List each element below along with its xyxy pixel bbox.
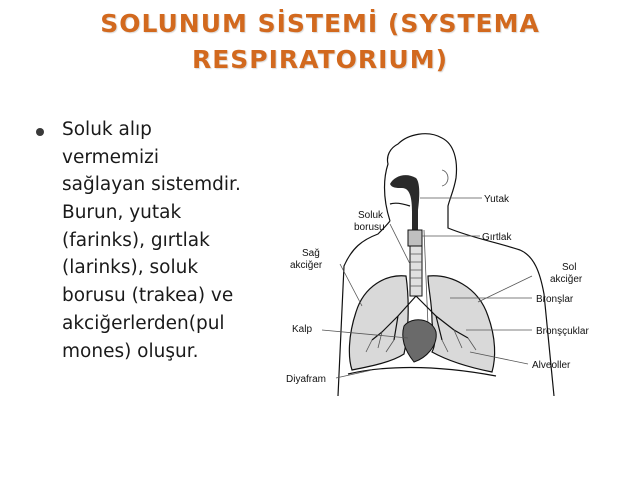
esophagus [423, 229, 429, 327]
pharynx [390, 175, 420, 230]
heart [402, 319, 437, 363]
trachea-rings [410, 253, 422, 287]
leader-diyafram [335, 369, 373, 379]
label-sag-akciger-1: Sağ [302, 248, 320, 259]
bullet-line: sağlayan sistemdir. [62, 174, 241, 196]
label-kalp: Kalp [292, 324, 312, 335]
mouth [389, 202, 411, 207]
right-lung [348, 275, 409, 371]
trachea [409, 245, 423, 297]
label-girtlak: Gırtlak [482, 232, 512, 243]
slide-title: SOLUNUM SİSTEMİ (SYSTEMA RESPIRATORIUM) [40, 6, 600, 78]
bullet-line: vermemizi [62, 146, 160, 168]
label-yutak: Yutak [484, 194, 510, 205]
bullet-line: mones) oluşur. [62, 340, 199, 362]
ear [441, 169, 449, 187]
label-alveoller: Alveoller [532, 360, 571, 371]
bronchi [371, 295, 469, 341]
label-sag-akciger-2: akciğer [290, 260, 323, 271]
label-diyafram: Diyafram [286, 374, 326, 385]
slide-title-line-1: SOLUNUM SİSTEMİ (SYSTEMA [100, 9, 540, 38]
leader-sag-akciger [339, 263, 363, 307]
label-sol-akciger-1: Sol [562, 262, 576, 273]
bullet-line: Burun, yutak [62, 202, 182, 224]
label-broncuklar: Bronşçuklar [536, 326, 589, 337]
label-sol-akciger-2: akciğer [550, 274, 583, 285]
leader-alveoller [469, 351, 529, 365]
bronchioles [365, 329, 477, 353]
bullet-line: akciğerlerden(pul [62, 312, 225, 334]
label-bronslar: Bronşlar [536, 294, 574, 305]
bullet-text: Soluk alıp vermemizi sağlayan sistemdir.… [62, 116, 312, 365]
body-outline [337, 133, 555, 397]
bullet-icon [36, 128, 44, 136]
bullet-line: (larinks), soluk [62, 257, 199, 279]
respiratory-system-diagram: Yutak Soluk borusu Gırtlak Sağ akciğer S… [286, 133, 589, 397]
leader-kalp [321, 329, 409, 339]
label-soluk-2: borusu [354, 222, 385, 233]
diaphragm [347, 366, 497, 377]
larynx [407, 229, 423, 247]
bullet-line: (farinks), gırtlak [62, 229, 210, 251]
bullet-line: borusu (trakea) ve [62, 285, 234, 307]
label-soluk-1: Soluk [358, 210, 384, 221]
bullet-line: Soluk alıp [62, 119, 152, 140]
slide-title-line-2: RESPIRATORIUM) [191, 45, 449, 74]
leader-soluk-borusu [389, 223, 411, 265]
